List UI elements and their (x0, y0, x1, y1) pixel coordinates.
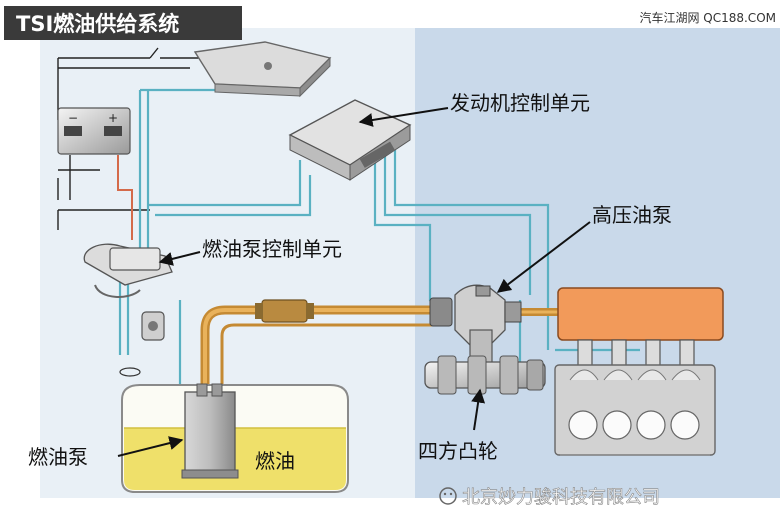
diagram-title: TSI燃油供给系统 (16, 12, 179, 36)
battery-plus: + (108, 111, 118, 125)
label-engine-ecu: 发动机控制单元 (450, 91, 590, 115)
fuel-rail (557, 287, 724, 341)
high-pressure-pump (429, 284, 522, 366)
battery-minus: − (68, 111, 78, 125)
watermark-bottom-group: 北京妙力骏科技有限公司 (439, 487, 660, 508)
wechat-icon (439, 487, 457, 505)
label-fuel-pump-control-unit: 燃油泵控制单元 (202, 237, 342, 261)
cylinder-block (554, 364, 716, 456)
camshaft (424, 355, 546, 395)
label-fuel: 燃油 (255, 449, 295, 473)
label-high-pressure-pump: 高压油泵 (592, 203, 672, 227)
fuel-lines (200, 305, 560, 395)
title-box (4, 6, 242, 40)
fuel-pump (181, 383, 239, 479)
signal-lines (118, 88, 640, 400)
label-fuel-pump: 燃油泵 (28, 445, 88, 469)
watermark-top: 汽车江湖网 QC188.COM (639, 10, 776, 25)
fuel-pump-control-unit (83, 243, 173, 377)
inline-fuel-damper (255, 299, 314, 323)
watermark-bottom: 北京妙力骏科技有限公司 (462, 487, 660, 508)
injectors (577, 339, 695, 371)
wiring-lines (57, 47, 200, 230)
top-control-module (193, 41, 332, 98)
engine-control-unit (288, 99, 412, 181)
label-cam: 四方凸轮 (418, 439, 498, 463)
callout-arrows (117, 107, 591, 457)
power-wire (117, 155, 133, 240)
battery: − + (57, 107, 131, 155)
